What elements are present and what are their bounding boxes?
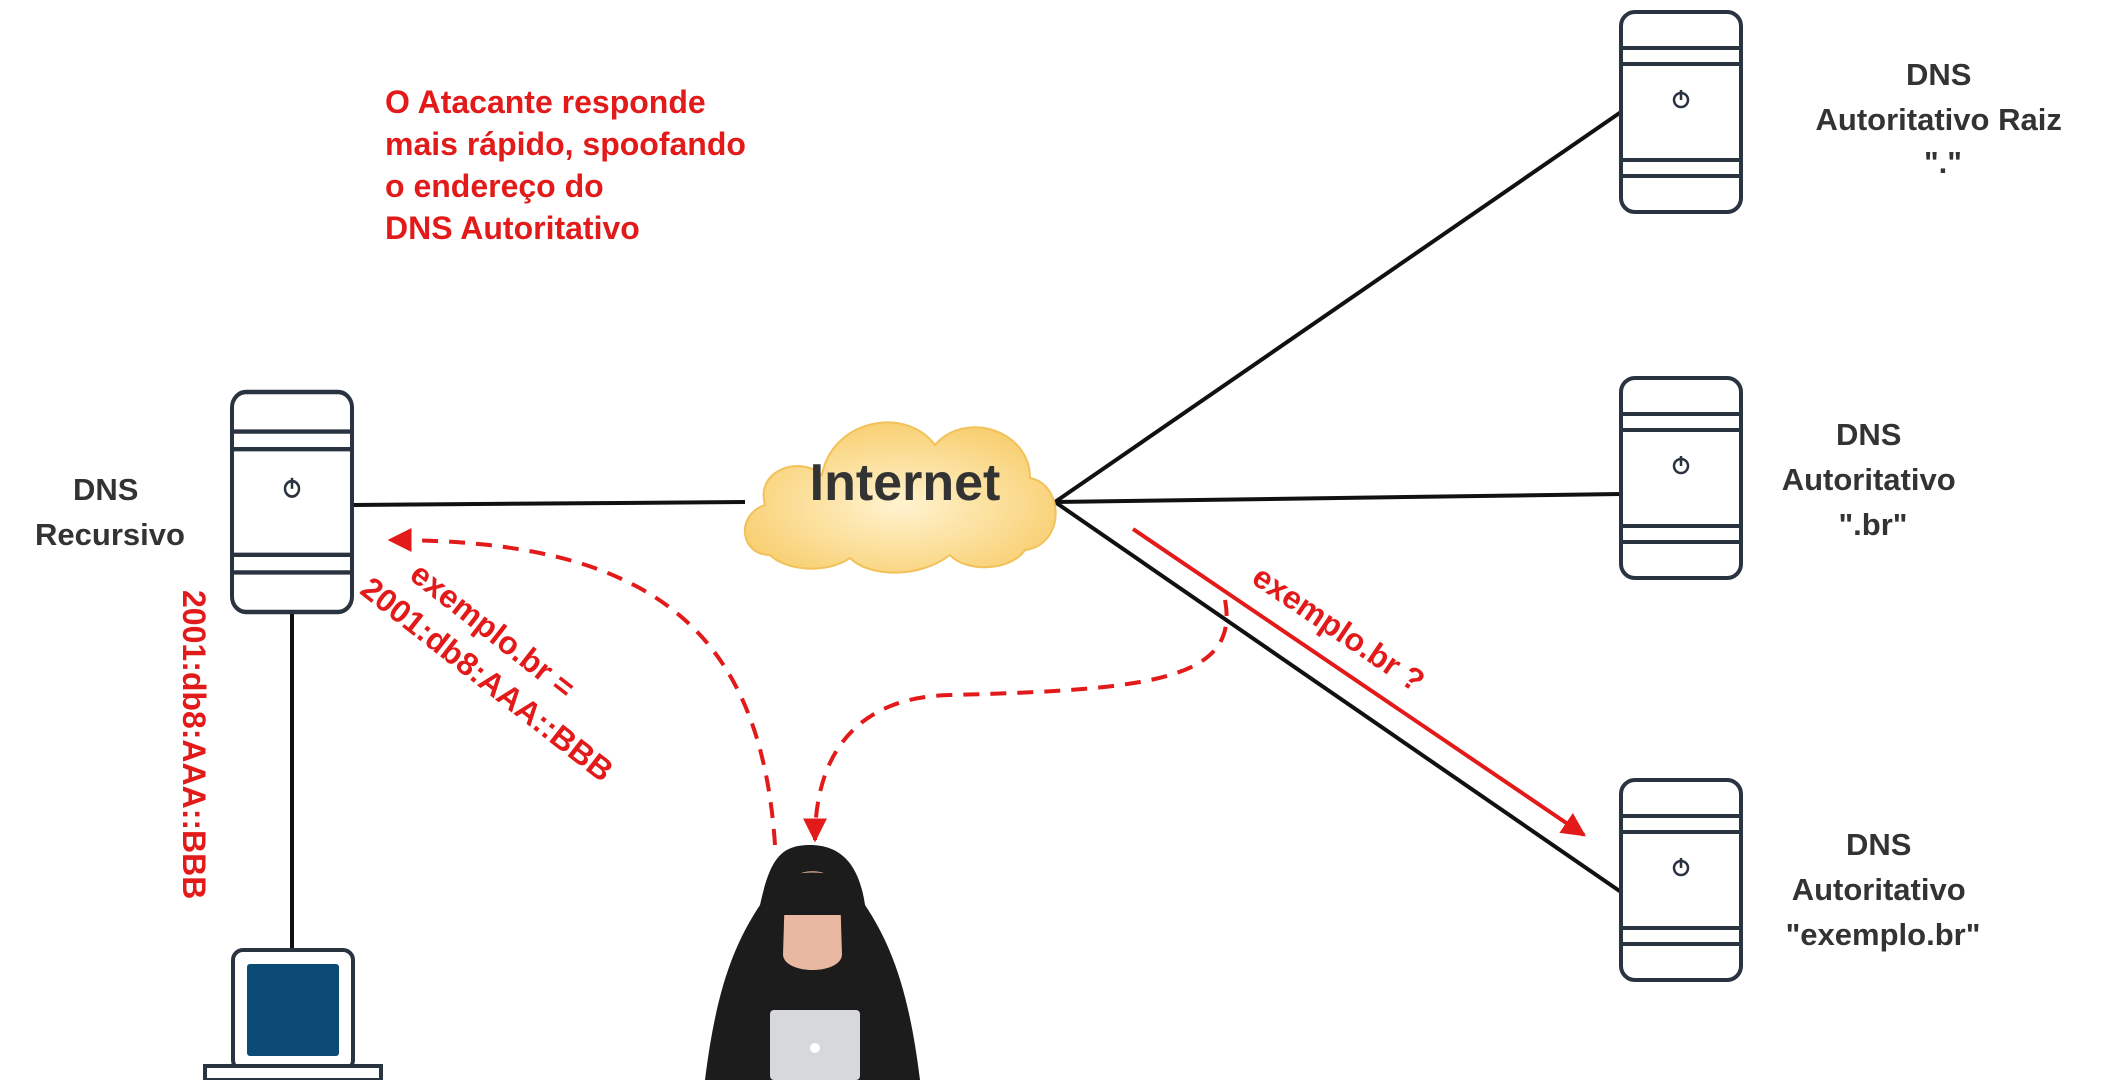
attacker-note-line-4: DNS Autoritativo (385, 210, 640, 246)
root-label: DNS Autoritativo Raiz "." (1816, 57, 2071, 180)
br-label-line-2: Autoritativo (1782, 462, 1956, 497)
link-internet-br (1054, 492, 1622, 504)
root-label-line-1: DNS (1906, 57, 1971, 92)
query-arrow (1131, 527, 1586, 837)
vertical-address-label: 2001:db8:AAA::BBB (176, 590, 212, 899)
attacker-note: O Atacante responde mais rápido, spoofan… (385, 84, 755, 246)
attacker-note-line-2: mais rápido, spoofando (385, 126, 746, 162)
spoof-response-path (387, 528, 777, 846)
recursive-label: DNS Recursivo (35, 472, 185, 552)
br-label-line-1: DNS (1836, 417, 1901, 452)
br-server-icon (1619, 376, 1743, 580)
link-internet-root (1053, 110, 1623, 504)
hacker-icon (705, 845, 920, 1080)
br-label: DNS Autoritativo ".br" (1782, 417, 1965, 542)
internet-label: Internet (810, 454, 1001, 512)
exemplo-label-line-3: "exemplo.br" (1786, 917, 1981, 952)
recursive-server-icon (232, 392, 352, 612)
internet-cloud-icon (743, 421, 1057, 574)
br-label-line-3: ".br" (1838, 507, 1907, 542)
attacker-note-line-1: O Atacante responde (385, 84, 706, 120)
query-label: exemplo.br ? (1246, 558, 1431, 699)
exemplo-label-line-2: Autoritativo (1792, 872, 1966, 907)
root-server-icon (1619, 10, 1743, 214)
link-recursive-internet (351, 500, 746, 507)
root-label-line-2: Autoritativo Raiz (1816, 102, 2062, 137)
recursive-label-line-2: Recursivo (35, 517, 185, 552)
recursive-label-line-1: DNS (73, 472, 138, 507)
attacker-note-line-3: o endereço do (385, 168, 604, 204)
exemplo-label-line-1: DNS (1846, 827, 1911, 862)
laptop-icon (203, 948, 383, 1080)
exemplo-label: DNS Autoritativo "exemplo.br" (1786, 827, 1981, 952)
spoof-label: exemplo.br = 2001:db8:AAA::BBB (354, 537, 646, 789)
exemplo-server-icon (1619, 778, 1743, 982)
sniff-path (803, 599, 1229, 843)
root-label-line-3: "." (1924, 145, 1962, 180)
link-internet-exemplo (1053, 500, 1623, 894)
